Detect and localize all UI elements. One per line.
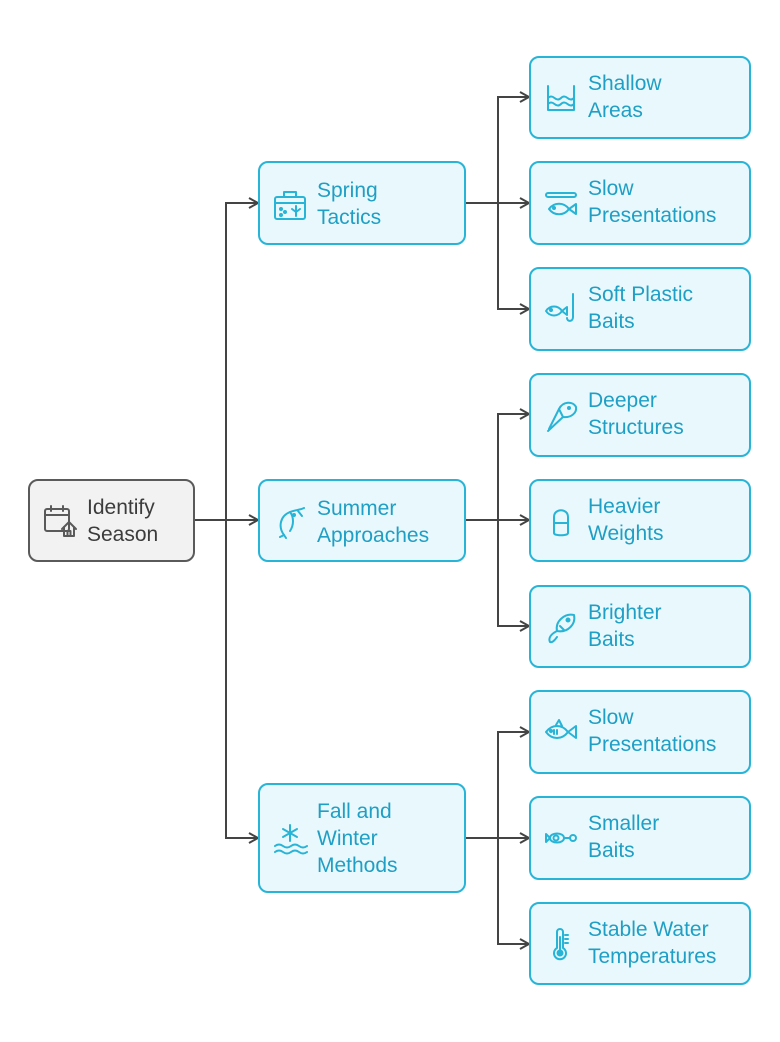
connector-summer-deeper: [466, 414, 529, 521]
node-summer-approaches: Summer Approaches: [258, 479, 466, 562]
leaf-label: Brighter Baits: [588, 601, 662, 651]
lure-icon: [543, 609, 579, 645]
calendar-home-icon: [42, 503, 78, 539]
connector-fall-stable: [466, 837, 529, 944]
tackle-box-icon: [272, 187, 308, 223]
node-stable-water-temperatures: Stable Water Temperatures: [529, 902, 751, 985]
node-shallow-areas: Shallow Areas: [529, 56, 751, 139]
node-deeper-structures: Deeper Structures: [529, 373, 751, 457]
node-heavier-weights: Heavier Weights: [529, 479, 751, 562]
branch-label: Fall and Winter Methods: [317, 800, 398, 877]
fish-rod-icon: [543, 185, 579, 221]
connector-summer-brighter: [466, 519, 529, 626]
leaf-label: Soft Plastic Baits: [588, 283, 694, 333]
water-waves-icon: [543, 80, 579, 116]
small-fish-icon: [543, 820, 579, 856]
leaf-label: Smaller Baits: [588, 812, 660, 862]
sinker-weight-icon: [543, 503, 579, 539]
node-identify-season: Identify Season: [28, 479, 195, 562]
leaf-label: Deeper Structures: [588, 389, 684, 439]
node-slow-presentations-fall: Slow Presentations: [529, 690, 751, 774]
connector-fall-slow: [466, 732, 529, 839]
leaf-label: Heavier Weights: [588, 495, 664, 545]
node-soft-plastic-baits: Soft Plastic Baits: [529, 267, 751, 351]
spear-fish-icon: [543, 397, 579, 433]
connector-spring-shallow: [466, 97, 529, 204]
leaf-label: Shallow Areas: [588, 72, 662, 122]
node-brighter-baits: Brighter Baits: [529, 585, 751, 668]
node-slow-presentations-spring: Slow Presentations: [529, 161, 751, 245]
connector-root-fall: [194, 519, 258, 838]
fish-hook-icon: [543, 291, 579, 327]
root-label: Identify Season: [87, 496, 159, 546]
node-spring-tactics: Spring Tactics: [258, 161, 466, 245]
leaf-label: Slow Presentations: [588, 706, 717, 756]
snowflake-water-icon: [272, 822, 308, 858]
node-fall-winter-methods: Fall and Winter Methods: [258, 783, 466, 893]
thermometer-icon: [543, 926, 579, 962]
connector-spring-soft: [466, 202, 529, 309]
swimming-fish-icon: [543, 714, 579, 750]
leaf-label: Stable Water Temperatures: [588, 918, 717, 968]
leaping-fish-icon: [272, 503, 308, 539]
connector-root-spring: [194, 203, 258, 521]
branch-label: Spring Tactics: [317, 179, 382, 229]
branch-label: Summer Approaches: [317, 497, 430, 547]
node-smaller-baits: Smaller Baits: [529, 796, 751, 880]
leaf-label: Slow Presentations: [588, 177, 717, 227]
